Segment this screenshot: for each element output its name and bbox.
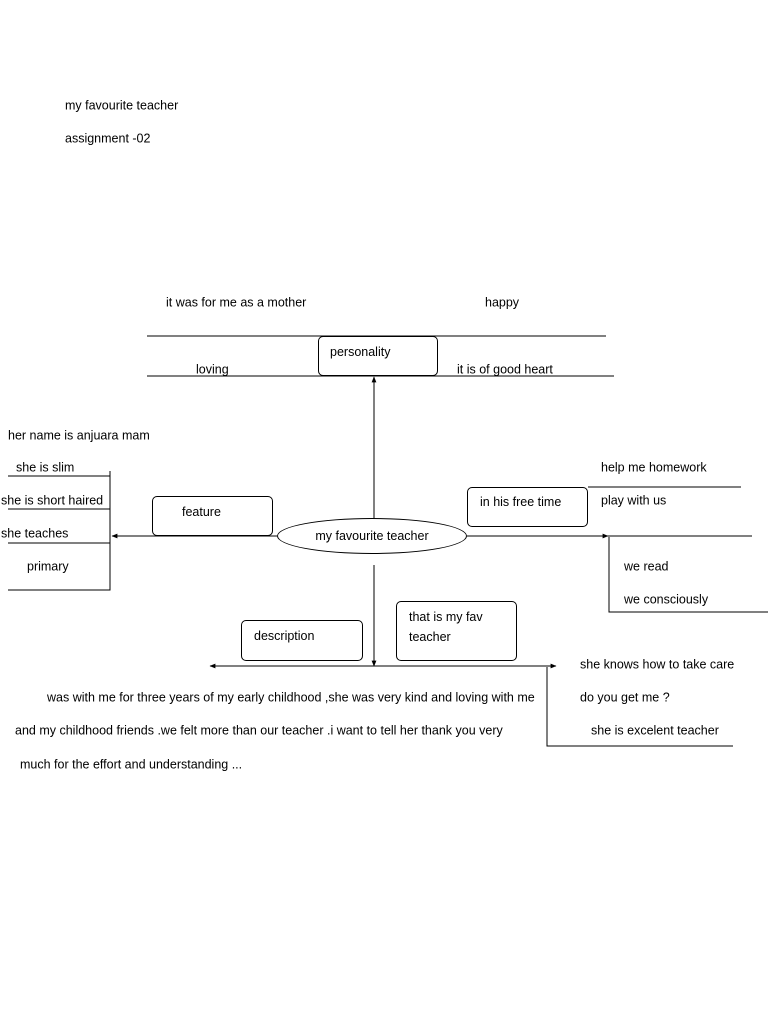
free-time-item: help me homework bbox=[601, 460, 707, 475]
personality-item: it is of good heart bbox=[457, 362, 553, 377]
fav-item: do you get me ? bbox=[580, 690, 670, 705]
feature-box: feature bbox=[152, 496, 273, 536]
personality-label: personality bbox=[330, 345, 391, 359]
description-box: description bbox=[241, 620, 363, 661]
personality-item: it was for me as a mother bbox=[166, 295, 307, 310]
fav-bracket bbox=[546, 667, 733, 747]
feature-item: primary bbox=[27, 559, 69, 574]
fav-item: she knows how to take care bbox=[580, 657, 735, 672]
feature-item: she is short haired bbox=[1, 493, 104, 508]
personality-item: happy bbox=[485, 295, 520, 310]
fav-item: she is excelent teacher bbox=[591, 723, 719, 738]
personality-item: loving bbox=[196, 362, 229, 377]
fav-teacher-box: that is my fav teacher bbox=[396, 601, 517, 661]
free-time-label: in his free time bbox=[480, 495, 562, 509]
page-title: my favourite teacher bbox=[65, 98, 179, 113]
free-time-box: in his free time bbox=[467, 487, 588, 527]
description-label: description bbox=[254, 629, 315, 643]
feature-item: she teaches bbox=[1, 526, 69, 541]
center-node: my favourite teacher bbox=[277, 518, 467, 554]
fav-teacher-label-line2: teacher bbox=[409, 630, 451, 644]
free-time-item: we read bbox=[624, 559, 669, 574]
page-subtitle: assignment -02 bbox=[65, 131, 151, 146]
center-node-label: my favourite teacher bbox=[315, 529, 429, 543]
free-time-item: we consciously bbox=[624, 592, 709, 607]
feature-label: feature bbox=[182, 505, 221, 519]
free-time-item: play with us bbox=[601, 493, 667, 508]
feature-item: her name is anjuara mam bbox=[8, 428, 150, 443]
feature-item: she is slim bbox=[16, 460, 75, 475]
personality-box: personality bbox=[318, 336, 438, 376]
description-text-line: was with me for three years of my early … bbox=[47, 690, 535, 705]
description-text-line: and my childhood friends .we felt more t… bbox=[15, 723, 503, 738]
feature-bracket bbox=[8, 471, 111, 591]
description-text-line: much for the effort and understanding ..… bbox=[20, 757, 243, 772]
fav-teacher-label-line1: that is my fav bbox=[409, 610, 483, 624]
free-time-bracket bbox=[608, 537, 768, 613]
